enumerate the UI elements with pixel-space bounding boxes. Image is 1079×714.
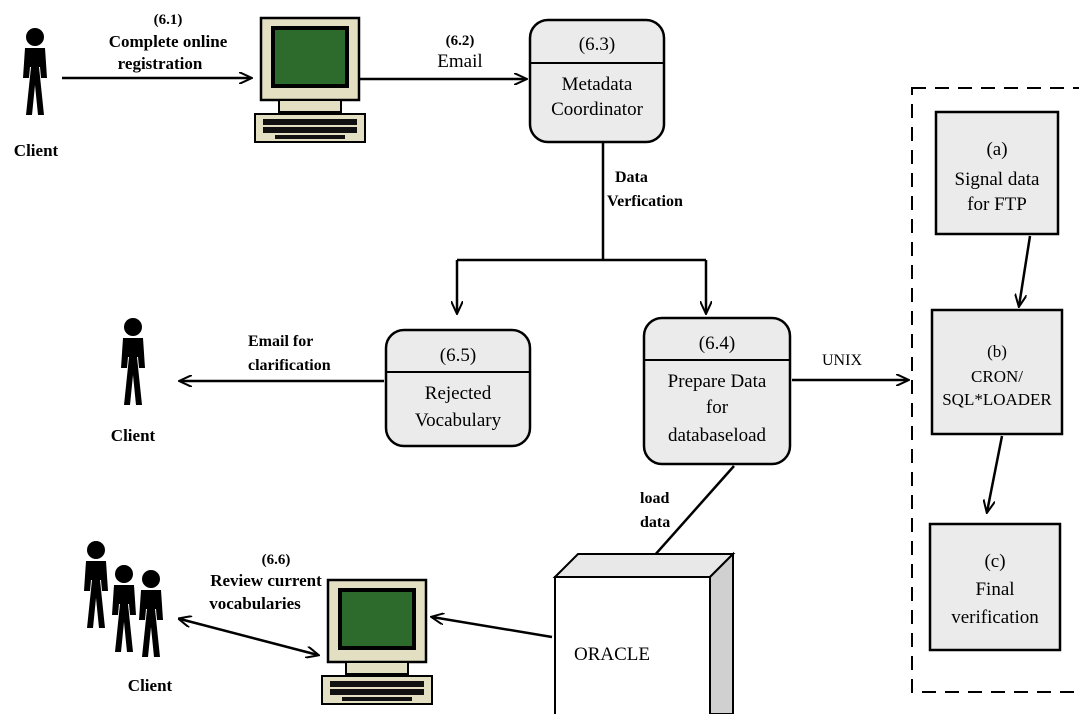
person-icon	[121, 318, 145, 405]
arrow-oracle-to-computer	[432, 617, 553, 639]
unix-step-number: (c)	[984, 551, 1005, 572]
process-6-4: (6.4) Prepare Data for databaseload	[642, 316, 792, 466]
unix-step-number: (a)	[986, 139, 1007, 160]
process-6-5: (6.5) Rejected Vocabulary	[384, 328, 532, 448]
flow-label: Email for	[248, 333, 313, 350]
unix-step-text: SQL*LOADER	[942, 390, 1052, 409]
step-text: vocabularies	[209, 594, 301, 613]
client-middle: Client	[111, 318, 156, 445]
unix-step-text: Final	[975, 579, 1014, 600]
unix-step-b: (b) CRON/ SQL*LOADER	[930, 308, 1064, 436]
step-number: (6.1)	[154, 12, 183, 28]
unix-step-number: (b)	[987, 342, 1007, 361]
process-text: Metadata	[562, 74, 633, 95]
process-text: Vocabulary	[415, 410, 502, 431]
process-6-3: (6.3) Metadata Coordinator	[528, 18, 666, 144]
unix-step-c: (c) Final verification	[928, 522, 1062, 652]
arrow-6-6	[180, 619, 318, 655]
process-text: Prepare Data	[668, 371, 767, 392]
computer-icon	[320, 578, 434, 706]
step-text: Review current	[210, 571, 322, 590]
step-number: (6.2)	[446, 33, 475, 49]
client-top: Client	[14, 28, 59, 160]
client-label: Client	[111, 426, 156, 445]
process-number: (6.5)	[440, 345, 476, 366]
flow-label: Verfication	[607, 193, 683, 210]
flow-label: Data	[615, 169, 648, 186]
step-text: Complete online	[109, 32, 228, 51]
unix-step-text: for FTP	[967, 194, 1027, 215]
person-icon	[139, 570, 163, 657]
unix-region	[911, 87, 1079, 693]
person-icon	[23, 28, 47, 115]
process-number: (6.3)	[579, 34, 615, 55]
step-6-2-label: (6.2) Email	[437, 33, 482, 72]
database-label: ORACLE	[574, 644, 650, 665]
process-text: databaseload	[668, 425, 767, 446]
step-text: registration	[118, 54, 203, 73]
flow-label: data	[640, 514, 670, 531]
person-icon	[84, 541, 108, 628]
client-group: Client	[84, 541, 173, 695]
computer-icon	[253, 16, 367, 144]
unix-step-text: CRON/	[971, 367, 1023, 386]
arrow-b-to-c	[987, 435, 1004, 512]
unix-step-text: verification	[951, 607, 1039, 628]
flow-label: UNIX	[822, 352, 862, 369]
client-label: Client	[14, 141, 59, 160]
process-number: (6.4)	[699, 333, 735, 354]
database-cube-icon: ORACLE	[552, 551, 736, 714]
flow-label: load	[640, 490, 669, 507]
process-text: for	[706, 397, 729, 418]
flow-label: clarification	[248, 357, 331, 374]
process-text: Rejected	[425, 383, 492, 404]
step-number: (6.6)	[262, 552, 291, 568]
client-label: Client	[128, 676, 173, 695]
step-text: Email	[437, 51, 482, 72]
step-6-6-label: (6.6) Review current vocabularies	[209, 552, 322, 613]
process-text: Coordinator	[551, 99, 643, 120]
step-6-1-label: (6.1) Complete online registration	[109, 12, 228, 73]
arrow-a-to-b	[1019, 235, 1032, 306]
person-icon	[112, 565, 136, 652]
unix-step-a: (a) Signal data for FTP	[934, 110, 1060, 236]
unix-step-text: Signal data	[955, 169, 1041, 190]
